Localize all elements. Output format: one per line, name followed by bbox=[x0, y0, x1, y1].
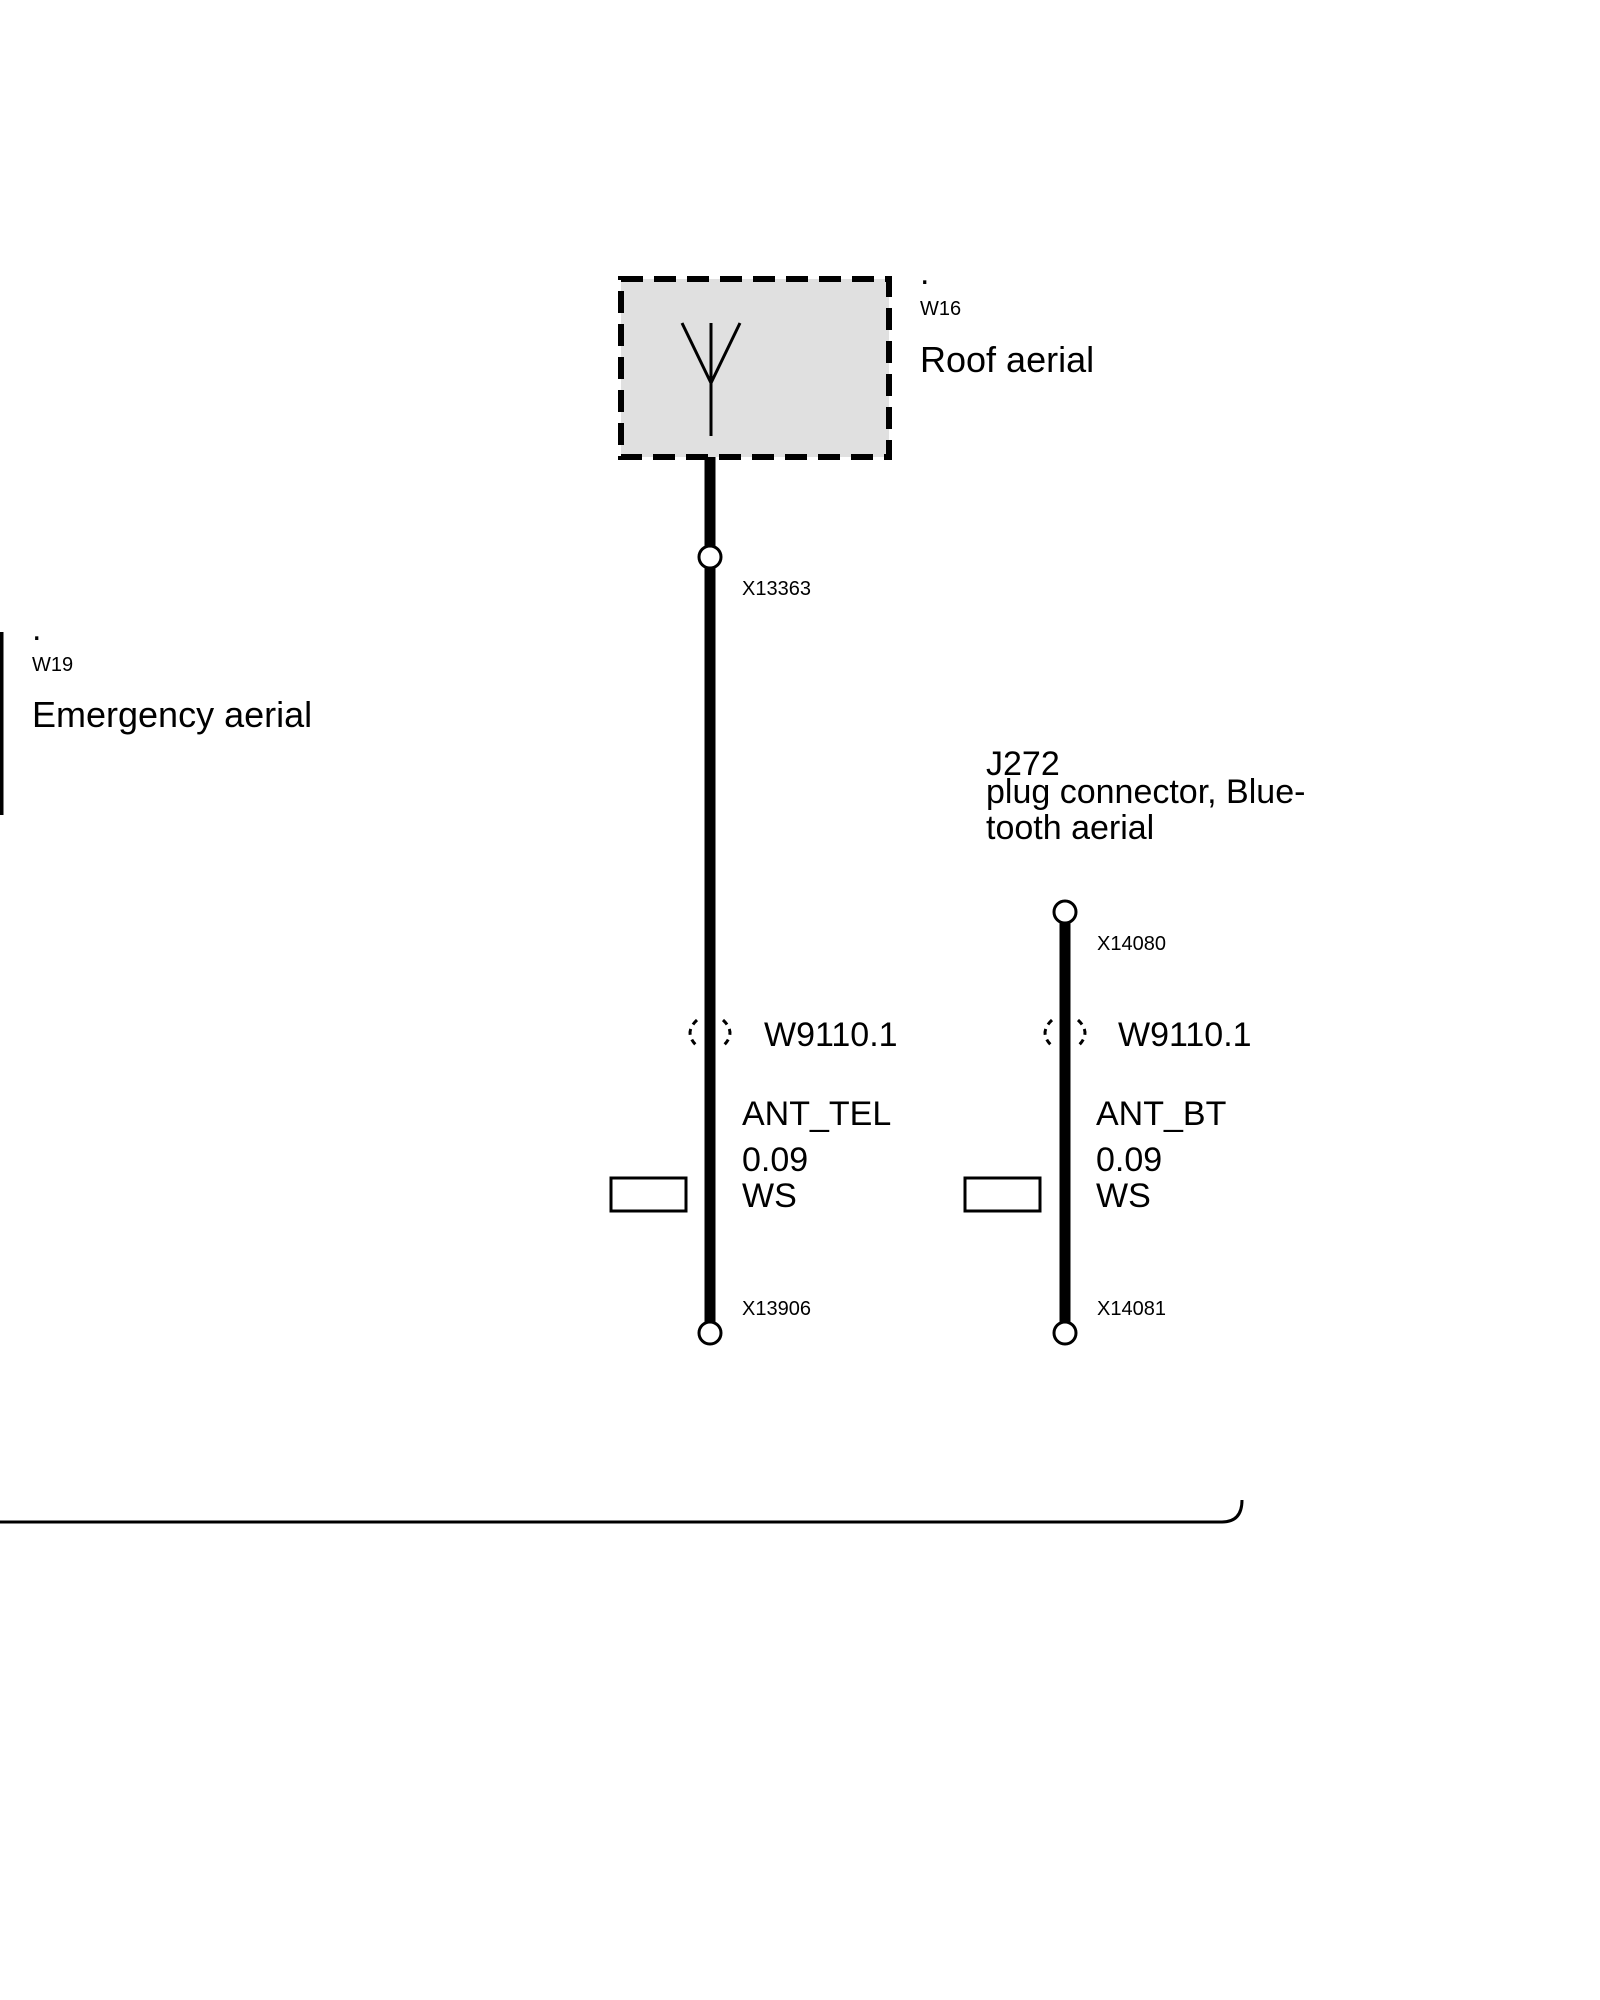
emergency-aerial-name: Emergency aerial bbox=[32, 694, 312, 735]
bluetooth-plug-name-line1: plug connector, Blue- bbox=[986, 773, 1305, 811]
connector-x14081-label: X14081 bbox=[1097, 1298, 1166, 1320]
connector-x13906-pin[interactable] bbox=[697, 1320, 723, 1346]
emergency-aerial-id: W19 bbox=[32, 654, 73, 676]
roof-aerial-id: W16 bbox=[920, 298, 961, 320]
boundary-bracket bbox=[0, 1499, 1244, 1524]
roof-aerial-box bbox=[618, 276, 892, 460]
connector-x13363-label: X13363 bbox=[742, 578, 811, 600]
emergency-aerial-marker: . bbox=[32, 610, 41, 648]
connector-x14080-label: X14080 bbox=[1097, 933, 1166, 955]
roof-aerial-name: Roof aerial bbox=[920, 339, 1094, 380]
roof-aerial-component[interactable] bbox=[618, 276, 892, 460]
wire-ant-bt-cross-section: 0.09 bbox=[1096, 1141, 1162, 1179]
wire-ant-tel-harness: W9110.1 bbox=[764, 1016, 898, 1054]
antenna-icon bbox=[680, 322, 742, 436]
bluetooth-plug-name-line2: tooth aerial bbox=[986, 809, 1154, 847]
wire-ant-bt-color: WS bbox=[1096, 1177, 1151, 1215]
wire-ant-tel-color: WS bbox=[742, 1177, 797, 1215]
wire-ant-tel-signal: ANT_TEL bbox=[742, 1095, 891, 1133]
wire-ant-tel-cross-section: 0.09 bbox=[742, 1141, 808, 1179]
roof-aerial-marker: . bbox=[920, 254, 929, 292]
connector-x14081-pin[interactable] bbox=[1052, 1320, 1078, 1346]
wire-ant-bt-harness: W9110.1 bbox=[1118, 1016, 1252, 1054]
wire-ant-tel-shield-icon bbox=[688, 1018, 732, 1048]
bluetooth-plug-id: J272 bbox=[986, 745, 1060, 783]
wire-ant-bt-shield-icon bbox=[1043, 1018, 1087, 1048]
connector-x13906-label: X13906 bbox=[742, 1298, 811, 1320]
wire-ant-bt-signal: ANT_BT bbox=[1096, 1095, 1226, 1133]
connector-x14080-pin[interactable] bbox=[1052, 899, 1078, 925]
wire-ant-tel-splice-box bbox=[609, 1176, 688, 1213]
wire-ant-bt-splice-box bbox=[963, 1176, 1042, 1213]
connector-x13363-pin[interactable] bbox=[697, 544, 723, 570]
